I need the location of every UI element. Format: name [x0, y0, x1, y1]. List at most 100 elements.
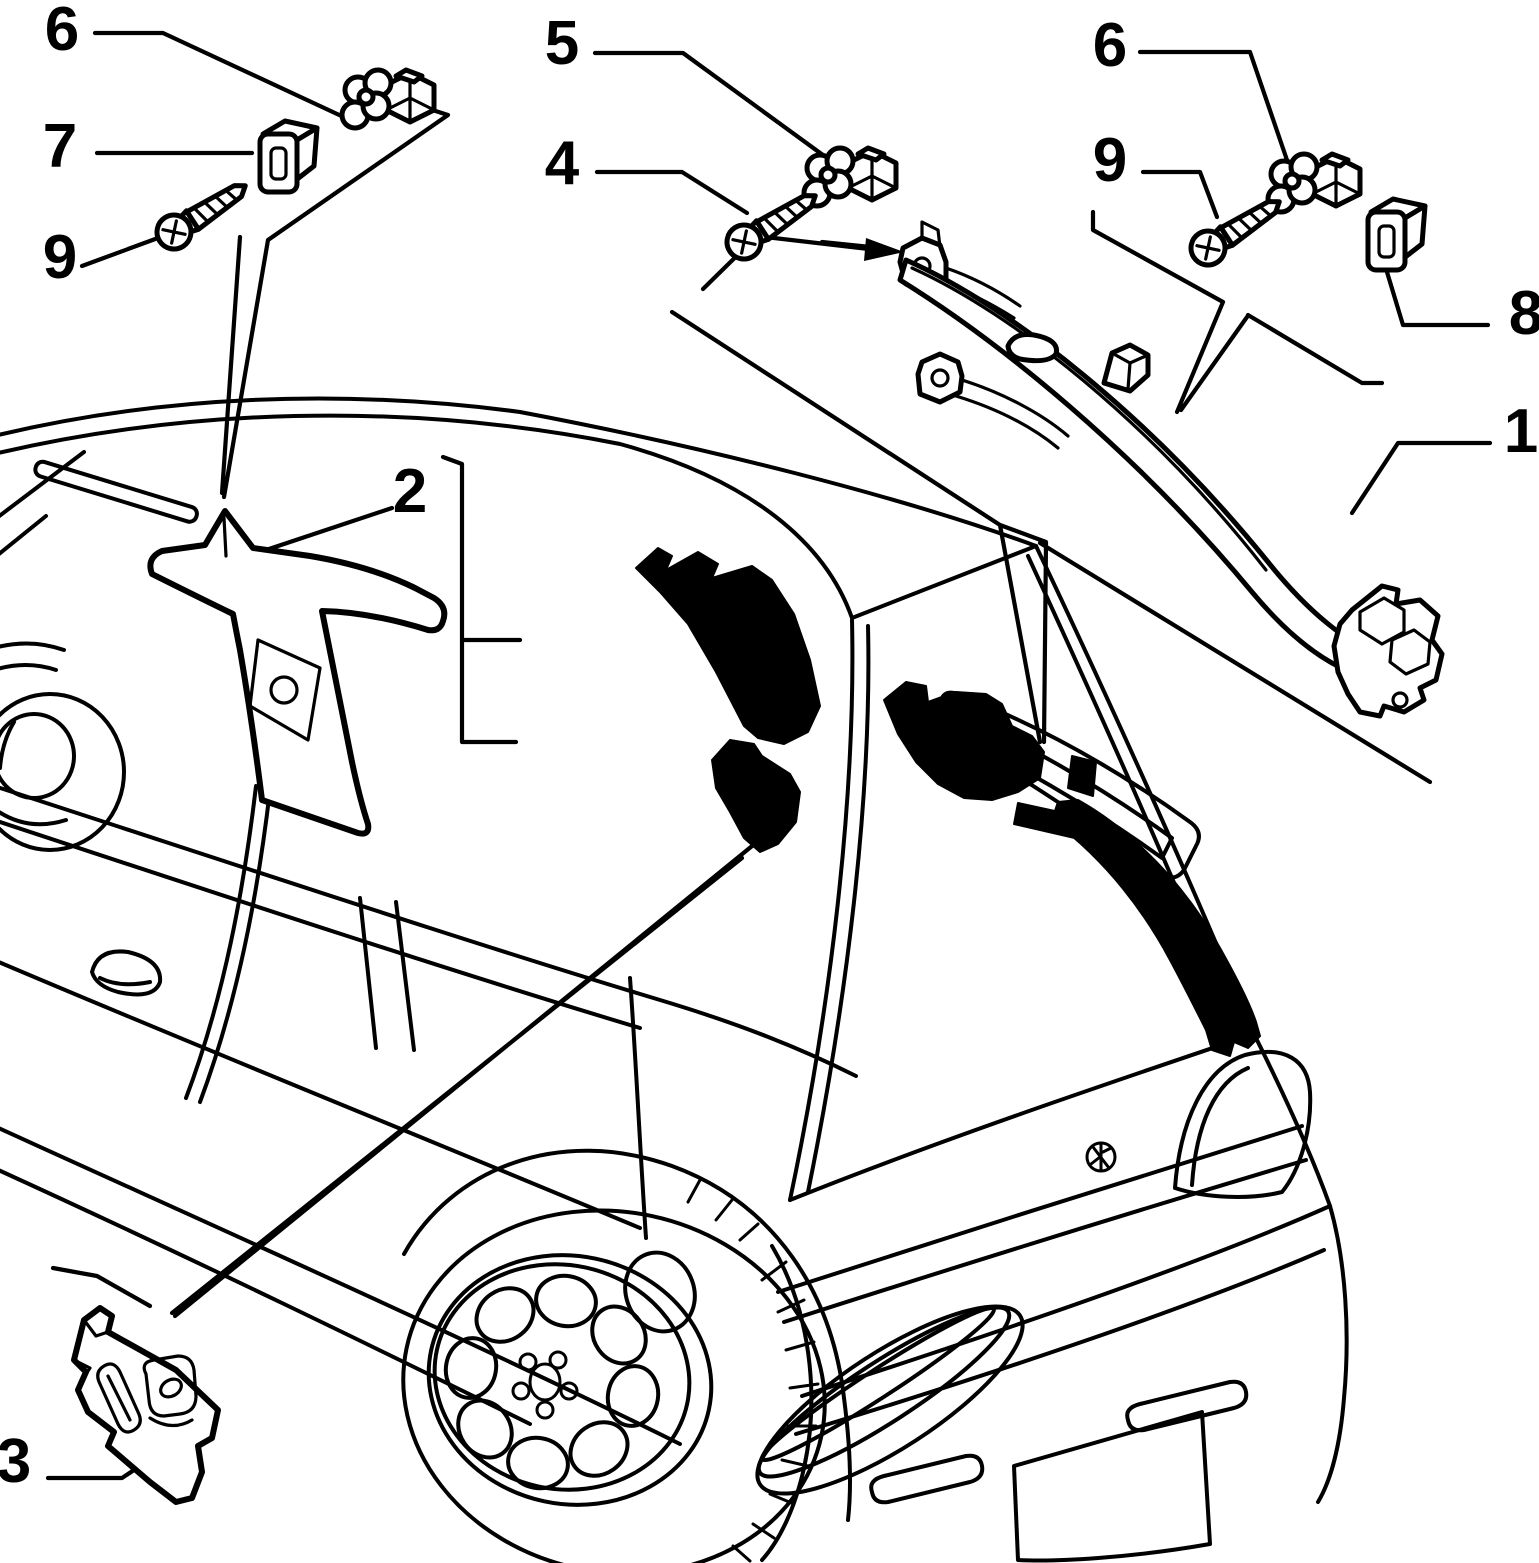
tail-light-left	[755, 1304, 1025, 1496]
lug-bolt	[535, 1400, 555, 1420]
trim-strip-band	[897, 257, 1385, 681]
wheel-hole	[605, 1364, 661, 1428]
bumper-slot-right	[1125, 1379, 1249, 1433]
body-crease-line	[0, 960, 642, 1230]
tail-light-right	[1173, 1049, 1313, 1199]
trim-strip-tab-stem	[954, 378, 1070, 450]
callout-6-right-label: 6	[1093, 11, 1127, 80]
expansion-clip-icon	[342, 70, 434, 128]
body-right-edge	[1252, 1032, 1332, 1208]
steering-wheel-rim	[0, 692, 126, 852]
lug-bolt	[518, 1352, 538, 1372]
pillar-trim-spike-line	[222, 516, 228, 558]
bumper-slot-left	[869, 1453, 985, 1505]
trim-strip-edge-line	[910, 266, 1268, 572]
rim-outer	[426, 1253, 714, 1507]
left-roof-rail	[33, 459, 199, 524]
leader-lines	[45, 30, 1493, 1481]
rim-inner	[432, 1262, 692, 1492]
a-pillar-lines	[0, 450, 86, 556]
leader-1	[1349, 440, 1493, 516]
trim-strip-block-edges	[1110, 351, 1150, 391]
wheel-hole	[590, 1304, 648, 1366]
lower-pillar-trim-silhouette	[711, 739, 801, 853]
bracket-plate-outline	[71, 1305, 221, 1505]
bumper-top-edge	[800, 1204, 1332, 1398]
steering-wheel-spokes	[0, 720, 68, 827]
tire-outer	[401, 1208, 827, 1563]
wheel-hole	[474, 1286, 536, 1344]
c-pillar-trim-silhouette	[635, 547, 821, 745]
d-pillar-trim-silhouette	[1051, 799, 1261, 1057]
wheel-hole	[534, 1273, 598, 1329]
part-3-lower-bracket-plate	[71, 1305, 221, 1505]
rear-wheel	[401, 1178, 827, 1563]
pillar-trim-clip-hole	[269, 675, 299, 705]
bracket-line-under-trim	[1037, 540, 1433, 785]
rocker-line-lower	[0, 1168, 532, 1426]
tire-tread-blocks	[686, 1178, 820, 1563]
trim-strip-tab-flange	[920, 220, 942, 249]
expansion-clip-icon	[804, 148, 896, 206]
wheel-hole	[443, 1336, 499, 1400]
trim-strip-tab-hole	[930, 368, 950, 388]
car-illustration	[0, 396, 1349, 1563]
callout-8-label: 8	[1509, 279, 1539, 348]
installed-trim-silhouettes	[635, 547, 1261, 1057]
bracket-plate-boss-hole	[159, 1377, 183, 1399]
wheel-hole	[506, 1435, 570, 1491]
leader-6-left	[92, 30, 353, 123]
rear-glass-left-edge	[788, 618, 871, 1202]
callout-labels: 1 2 3 4 5 6 6 7 8 9 9	[0, 0, 1539, 1496]
belt-line	[0, 785, 858, 1078]
tire-tread-edge	[760, 1244, 814, 1562]
rear-door-gap	[628, 976, 648, 1240]
tail-light-lens	[755, 1304, 1025, 1496]
tail-light-lens	[756, 1305, 1012, 1479]
bracket-2	[440, 454, 523, 745]
quarter-panel-line	[842, 1396, 853, 1522]
trim-strip-mount-tab	[915, 351, 965, 405]
lug-bolt	[548, 1350, 568, 1370]
badge-detail	[1089, 1141, 1113, 1173]
trim-strip-foot-hole	[1391, 691, 1409, 709]
rear-wheel-arch	[402, 1148, 846, 1400]
callout-7-label: 7	[43, 112, 77, 181]
line-above-part-3	[50, 1265, 153, 1309]
tailgate-lower-edges	[776, 1124, 1308, 1324]
leader-8	[1384, 269, 1491, 328]
callout-6-left-label: 6	[45, 0, 79, 64]
roof-lath-trim-silhouette	[883, 681, 1045, 801]
callout-2-label: 2	[393, 457, 427, 526]
callout-9-right-label: 9	[1093, 126, 1127, 195]
callout-3-label: 3	[0, 1427, 31, 1496]
bumper-right-corner	[1316, 1204, 1349, 1504]
b-pillar-lines	[358, 896, 416, 1052]
callout-5-label: 5	[545, 9, 579, 78]
expansion-clip-icon	[1268, 154, 1360, 212]
lug-bolt	[511, 1381, 531, 1401]
trim-strip-foot-cubes	[1358, 596, 1432, 676]
rectangular-grommet-icon	[260, 121, 317, 192]
trim-strip-kidney-cutout	[1005, 332, 1060, 364]
callout-9-left-label: 9	[43, 223, 77, 292]
callout-4-label: 4	[545, 129, 580, 198]
bracket-plate-slot	[96, 1362, 142, 1434]
leader-6-right	[1137, 49, 1291, 166]
wheel-hole	[568, 1420, 630, 1478]
pointer-wedge-right	[1090, 209, 1385, 415]
bumper-mid-line	[794, 1248, 1326, 1436]
license-plate-recess	[1012, 1410, 1212, 1563]
bracket-plate-boss	[142, 1354, 198, 1428]
belt-line-lower	[0, 819, 642, 1030]
part-1-rear-pillar-trim-strip	[897, 220, 1445, 719]
pointer-arrowhead	[864, 238, 904, 261]
door-handle	[90, 949, 163, 997]
self-tapping-screw-icon	[1184, 187, 1288, 271]
leader-9-left	[79, 235, 161, 269]
roof-far-rail-line	[0, 396, 1038, 548]
leader-5	[592, 50, 830, 161]
trim-strip-block	[1101, 342, 1151, 394]
